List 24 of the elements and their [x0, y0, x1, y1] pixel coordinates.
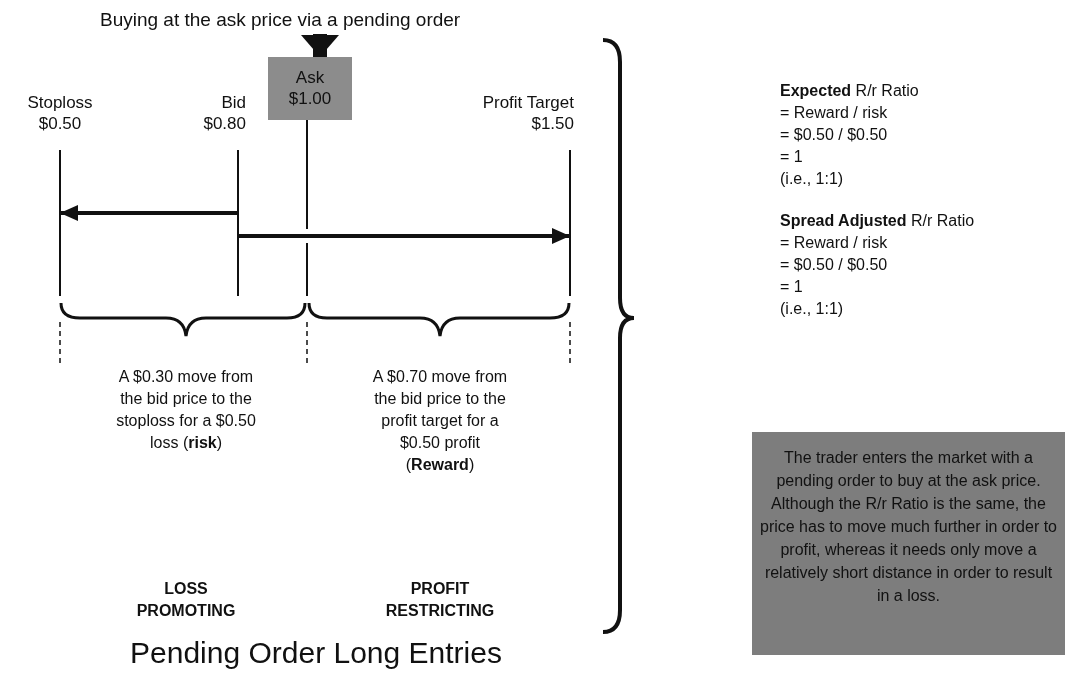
ratio-text: = Reward / risk: [780, 233, 888, 253]
ratio-text: (i.e., 1:1): [780, 299, 844, 319]
arrow: [238, 228, 570, 244]
ratio-text: = $0.50 / $0.50: [780, 255, 888, 275]
ratio-text: = 1: [780, 147, 803, 167]
ratio-text: = Reward / risk: [780, 103, 888, 123]
arrow: [60, 205, 238, 221]
price-label: Bid $0.80: [202, 92, 246, 134]
caption: Pending Order Long Entries: [130, 636, 502, 670]
zone-label: LOSS PROMOTING: [135, 579, 237, 621]
price-label: Stoploss $0.50: [26, 92, 94, 134]
ratio-text: = $0.50 / $0.50: [780, 125, 888, 145]
zone-label: PROFIT RESTRICTING: [384, 579, 496, 621]
thick-arrow: [301, 34, 339, 57]
ratio-text: (i.e., 1:1): [780, 169, 844, 189]
ratio-text: Expected R/r Ratio: [780, 81, 919, 101]
note-box: The trader enters the market with a pending order to buy at the ask price. Although the R/r Ratio is the same, the price has to move much further in order to profit, whereas it needs only move a relatively short distance in order to result in a loss.: [752, 432, 1065, 655]
explanation-text: A $0.70 move from the bid price to the profit target for a $0.50 profit (Reward): [371, 367, 509, 475]
ask-price-box: Ask $1.00: [268, 57, 352, 120]
ratio-text: Spread Adjusted R/r Ratio: [780, 211, 975, 231]
price-label: Profit Target $1.50: [481, 92, 574, 134]
heading-text: Buying at the ask price via a pending order: [100, 6, 530, 34]
explanation-text: A $0.30 move from the bid price to the stoploss for a $0.50 loss (risk): [116, 367, 256, 453]
ratio-text: = 1: [780, 277, 803, 297]
